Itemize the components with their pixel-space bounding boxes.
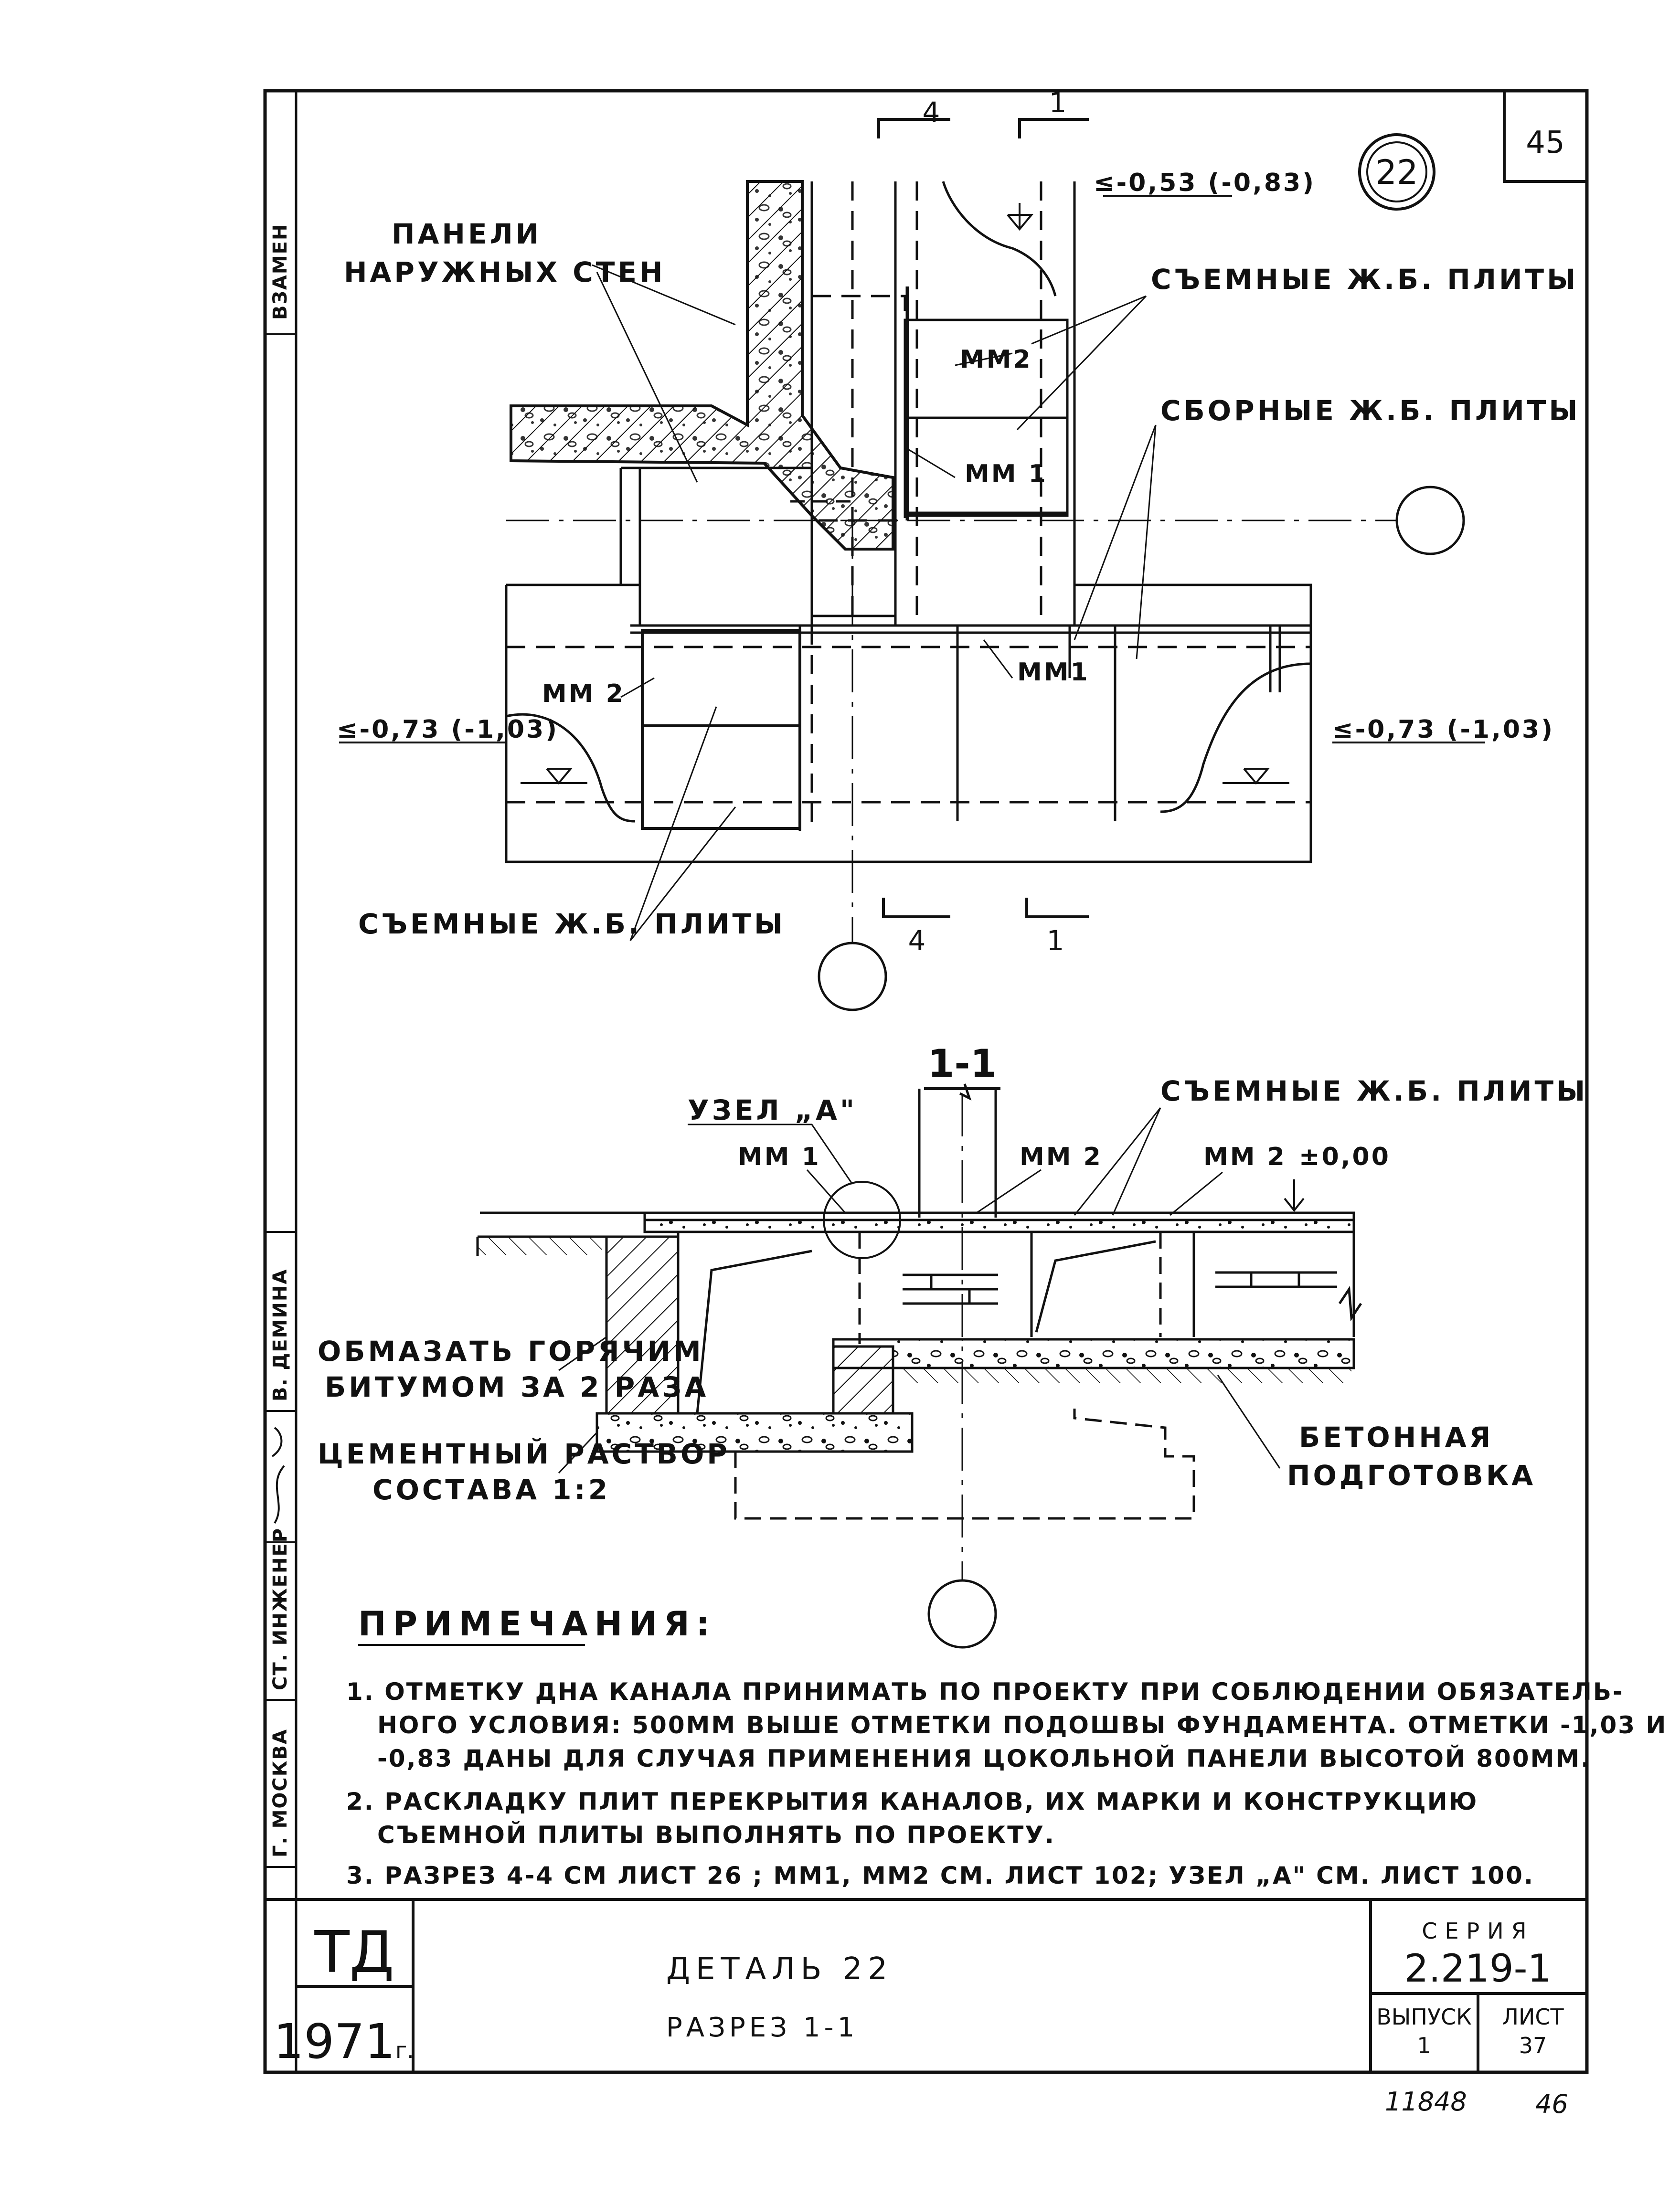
wall-panels-label-1: ПАНЕЛИ [392,218,542,250]
mm1-section-label: ММ 1 [738,1143,821,1171]
wall-panels-label-2: НАРУЖНЫХ СТЕН [344,256,666,288]
plan-leaders [592,264,1157,941]
section-mark-top-left: 4 [923,96,940,128]
note-line-1: 1. ОТМЕТКУ ДНА КАНАЛА ПРИНИМАТЬ ПО ПРОЕК… [346,1678,1624,1706]
mm2-section-label-a: ММ 2 [1020,1143,1103,1171]
ground-hatch-bottom [898,1368,1351,1383]
elevation-zero-label: ±0,00 [1299,1143,1391,1171]
elevation-symbols-plan [339,195,1485,785]
removable-slabs-section-label: СЪЕМНЫЕ Ж.Б. ПЛИТЫ [1160,1075,1588,1107]
title-block [296,1899,1587,2072]
section-mark-bottom-right: 1 [1047,924,1064,957]
title-line-2: РАЗРЕЗ 1-1 [666,2012,858,2043]
taken-label: ВЗАМЕН [269,223,291,320]
issue-label: ВЫПУСК [1376,2004,1472,2030]
series-value: 2.219-1 [1404,1946,1552,1991]
year-suffix: г. [395,2037,414,2063]
notes-title: ПРИМЕЧАНИЯ: [358,1604,716,1644]
mm2-upper-label: ММ2 [960,345,1032,374]
note-line-6: 3. РАЗРЕЗ 4-4 СМ ЛИСТ 26 ; ММ1, ММ2 СМ. … [346,1862,1534,1889]
bitumen-label-1: ОБМАЗАТЬ ГОРЯЧИМ [318,1335,704,1368]
concrete-prep-label-1: БЕТОННАЯ [1299,1421,1493,1453]
note-line-5: СЪЕМНОЙ ПЛИТЫ ВЫПОЛНЯТЬ ПО ПРОЕКТУ. [377,1821,1055,1849]
plan-view [505,181,1404,974]
axis-circle-bottom [818,942,887,1011]
axis-circle-section [927,1579,997,1649]
footer-number-right: 46 [1535,2089,1568,2119]
title-line-1: ДЕТАЛЬ 22 [666,1951,893,1987]
elevation-left: ≤-0,73 (-1,03) [337,715,559,744]
axis-circle-right [1395,486,1465,555]
removable-slabs-top-label: СЪЕМНЫЕ Ж.Б. ПЛИТЫ [1151,263,1578,296]
elevation-right: ≤-0,73 (-1,03) [1332,715,1554,744]
mm1-center-label: ММ1 [1017,658,1090,687]
note-line-3: -0,83 ДАНЫ ДЛЯ СЛУЧАЯ ПРИМЕНЕНИЯ ЦОКОЛЬН… [377,1744,1591,1772]
elevation-top: ≤-0,53 (-0,83) [1094,169,1316,197]
ground-hatch-left [478,1238,602,1255]
section-mark-top-right: 1 [1049,86,1067,119]
detail-marker-number: 22 [1375,153,1418,192]
section-title: 1-1 [928,1041,997,1086]
engineer-name: В. ДЕМИНА [269,1269,291,1401]
sheet-corner-number: 45 [1526,125,1564,160]
section-leaders [558,1107,1281,1474]
mm2-section-label-b: ММ 2 [1203,1143,1287,1171]
series-label: СЕРИЯ [1422,1918,1534,1944]
footing-concrete [598,1414,911,1451]
mortar-label-1: ЦЕМЕНТНЫЙ РАСТВОР [318,1437,730,1470]
sheet-value: 37 [1519,2033,1547,2058]
note-line-4: 2. РАСКЛАДКУ ПЛИТ ПЕРЕКРЫТИЯ КАНАЛОВ, ИХ… [346,1788,1478,1815]
engineer-signature [271,1427,285,1524]
engineer-role: СТ. ИНЖЕНЕР [269,1527,291,1690]
elevation-zero-symbol [1284,1179,1305,1212]
concrete-prep-label-2: ПОДГОТОВКА [1287,1459,1536,1492]
year: 1971 [274,2014,395,2069]
detail-marker: 22 [1358,133,1435,211]
mm1-upper-label: ММ 1 [965,460,1048,488]
city-label: Г. МОСКВА [269,1728,291,1857]
left-margin-strip [265,91,298,2072]
note-line-2: НОГО УСЛОВИЯ: 500ММ ВЫШЕ ОТМЕТКИ ПОДОШВЫ… [377,1711,1667,1739]
bottom-slab-concrete [894,1340,1353,1367]
footer-number-left: 11848 [1385,2087,1467,2117]
node-a-label: УЗЕЛ „А" [688,1094,857,1126]
mortar-label-2: СОСТАВА 1:2 [372,1474,610,1506]
issue-value: 1 [1417,2033,1431,2058]
removable-slabs-bottom-label: СЪЕМНЫЕ Ж.Б. ПЛИТЫ [358,908,786,940]
outer-wall-panel [510,180,894,551]
section-marks-plan [877,118,1089,918]
sheet-label: ЛИСТ [1502,2004,1564,2030]
sheet-frame [263,89,1589,2074]
node-a-circle [823,1181,901,1259]
top-slab-concrete [646,1221,1353,1231]
bitumen-label-2: БИТУМОМ ЗА 2 РАЗА [325,1371,709,1403]
mm2-left-label: ММ 2 [542,679,625,708]
precast-slabs-label: СБОРНЫЕ Ж.Б. ПЛИТЫ [1160,394,1580,427]
org-code: ТД [314,1919,394,1986]
section-mark-bottom-left: 4 [908,924,926,957]
